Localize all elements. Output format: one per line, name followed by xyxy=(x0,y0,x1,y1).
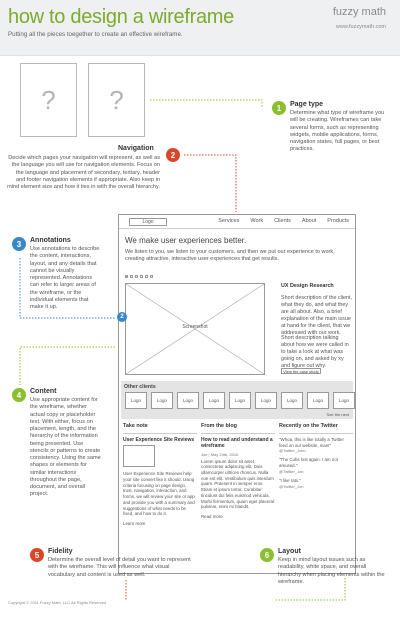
wireframe-nav-work: Work xyxy=(250,218,264,224)
wireframe-logo: Logo xyxy=(129,218,167,226)
wireframe-headline: We make user experiences better. xyxy=(125,236,247,245)
tweet-text: "I like rats." xyxy=(279,477,301,483)
client-logo: Logo xyxy=(333,392,355,409)
connector-page-type xyxy=(150,99,263,108)
page-title: how to design a wireframe xyxy=(8,6,234,28)
question-mark: ? xyxy=(41,84,56,115)
page-type-placeholder-right: ? xyxy=(88,63,145,137)
wireframe-client-logos: Logo Logo Logo Logo Logo Logo Logo Logo … xyxy=(125,392,355,409)
wireframe-column-blog: From the blog How to read and understand… xyxy=(201,423,275,561)
wireframe-column-twitter: Recently on the Twitter "Whoa, this is l… xyxy=(279,423,353,561)
brand-url[interactable]: www.fuzzymath.com xyxy=(335,24,386,30)
header: how to design a wireframe Putting all th… xyxy=(0,0,400,56)
wireframe-right-title: UX Design Research xyxy=(281,283,334,289)
client-logo: Logo xyxy=(307,392,329,409)
column-heading: Take note xyxy=(123,423,197,434)
annotation-marker-2: 2 xyxy=(166,148,180,162)
question-mark: ? xyxy=(109,84,124,115)
annotation-marker-6: 6 xyxy=(260,548,274,562)
column-read-more-link: Read more xyxy=(201,513,223,519)
page-subtitle: Putting all the pieces toegether to crea… xyxy=(8,31,183,38)
wireframe-nav-products: Products xyxy=(327,218,349,224)
wireframe-column-take-note: Take note User Experience Site Reviews U… xyxy=(123,423,197,561)
annotation-title-navigation: Navigation xyxy=(118,145,154,152)
annotation-marker-1: 1 xyxy=(272,101,286,115)
wireframe-screenshot-placeholder: Screenshot xyxy=(125,283,265,375)
annotation-title-content: Content xyxy=(30,388,57,395)
annotation-marker-4: 4 xyxy=(12,388,26,402)
annotation-title-annotations: Annotations xyxy=(30,237,71,244)
connector-navigation xyxy=(184,154,237,212)
wireframe-other-clients-title: Other clients xyxy=(124,384,156,390)
page-type-placeholder-left: ? xyxy=(20,63,77,137)
wireframe-case-study-button: View the case study xyxy=(281,368,321,374)
wireframe-see-next-link: See the next xyxy=(326,412,349,417)
wireframe-pagination-dots xyxy=(125,275,153,278)
annotation-text-navigation: Decide which pages your navigation will … xyxy=(7,155,160,191)
wireframe-other-clients: Other clients Logo Logo Logo Logo Logo L… xyxy=(121,381,355,419)
brand-logo: fuzzy math xyxy=(332,6,386,18)
annotation-marker-3: 3 xyxy=(12,237,26,251)
column-learn-more-link: Learn more xyxy=(123,521,146,526)
annotation-text-content: Use appropriate content for the wirefram… xyxy=(30,397,101,498)
client-logo: Logo xyxy=(255,392,277,409)
column-text: Lorem ipsum dolor sit amet, consectetur … xyxy=(201,458,275,510)
client-logo: Logo xyxy=(125,392,147,409)
column-date: Joe | May 24th, 2010 xyxy=(201,451,239,457)
wireframe-nav-bar: Logo Services Work Clients About Product… xyxy=(119,215,355,229)
wireframe-screenshot-label: Screenshot xyxy=(182,324,208,330)
tweet-text: "The Cubs lost again. I am not amused." xyxy=(279,457,338,469)
wireframe-mockup: Logo Services Work Clients About Product… xyxy=(117,214,356,574)
placeholder-cross-icon xyxy=(126,284,264,374)
annotation-text-annotations: Use annotations to describe the content,… xyxy=(30,246,100,311)
tweet-handle: @Twitter_Jon xyxy=(279,468,304,474)
annotation-title-fidelity: Fidelity xyxy=(48,548,73,555)
client-logo: Logo xyxy=(281,392,303,409)
column-subheading: How to read and understand a wireframe xyxy=(201,437,273,450)
wireframe-right-para-2: Short description talking about how we w… xyxy=(281,335,349,370)
connector-content xyxy=(19,346,115,385)
footer-copyright: Copyright © 2011 Fuzzy Math, LLC All Rig… xyxy=(8,600,107,605)
annotation-text-fidelity: Determine the overall level of detail yo… xyxy=(48,557,191,578)
wireframe-nav-links: Services Work Clients About Products xyxy=(218,218,349,224)
wireframe-nav-about: About xyxy=(301,218,317,224)
client-logo: Logo xyxy=(203,392,225,409)
annotation-title-page-type: Page type xyxy=(290,101,324,108)
client-logo: Logo xyxy=(229,392,251,409)
column-heading: From the blog xyxy=(201,423,275,434)
tweet-handle: @Twitter_John xyxy=(279,448,306,454)
client-logo: Logo xyxy=(151,392,173,409)
wireframe-intro: We listen to you, we listen to your cust… xyxy=(125,249,335,263)
wireframe-right-para-1: Short description of the client, what th… xyxy=(281,295,353,337)
wireframe-nav-services: Services xyxy=(218,218,240,224)
wireframe-annotation-marker: 2 xyxy=(117,312,127,322)
column-text: User Experience Site Reviews help your s… xyxy=(123,471,195,517)
column-subheading: User Experience Site Reviews xyxy=(123,437,195,443)
tweet-text: "Whoa, this is like totally a Twitter fe… xyxy=(279,437,344,448)
wireframe-nav-clients: Clients xyxy=(274,218,291,224)
annotation-text-layout: Keep in mind layout issues such as reada… xyxy=(278,557,385,585)
column-heading: Recently on the Twitter xyxy=(279,423,353,434)
annotation-title-layout: Layout xyxy=(278,548,301,555)
annotation-text-page-type: Determine what type of wireframe you wil… xyxy=(290,110,385,153)
connector-annotations xyxy=(19,258,115,319)
client-logo: Logo xyxy=(177,392,199,409)
connector-layout xyxy=(275,578,346,601)
annotation-marker-5: 5 xyxy=(30,548,44,562)
column-image-placeholder xyxy=(123,445,155,468)
tweet-handle: @Twitter_Jon xyxy=(279,483,304,489)
